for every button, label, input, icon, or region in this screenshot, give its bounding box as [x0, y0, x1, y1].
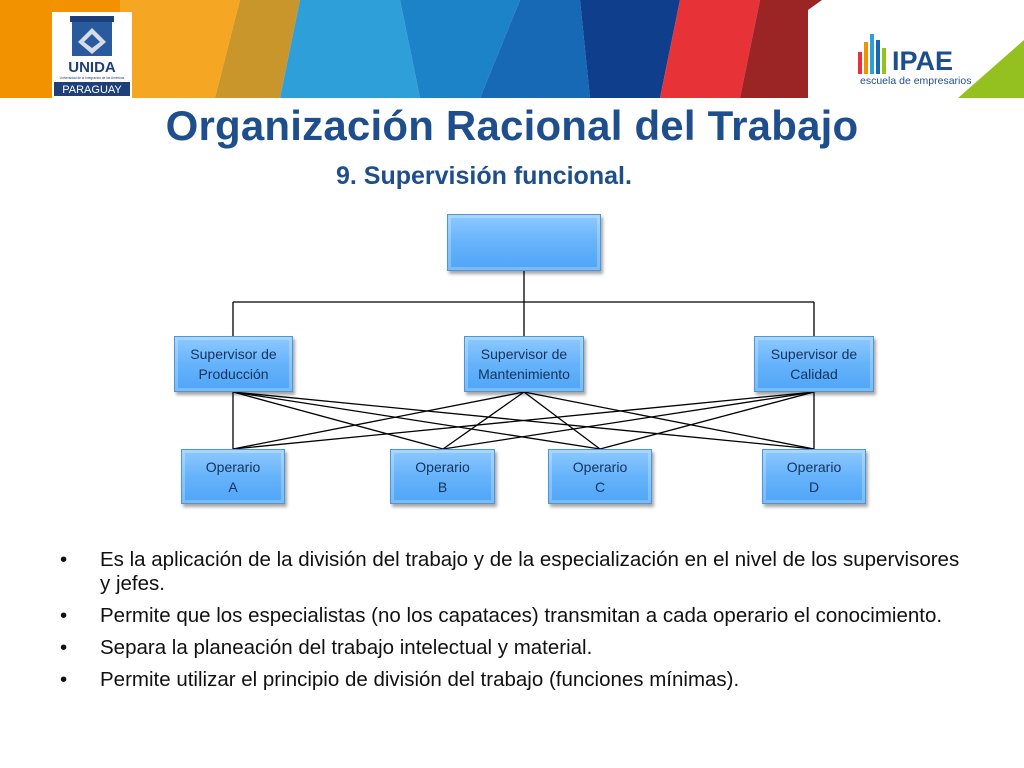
bullet-text: Permite que los especialistas (no los ca…: [100, 604, 943, 627]
supervisor-box-produccion: Supervisor de Producción: [174, 336, 293, 392]
bullet-dot-icon: •: [60, 548, 68, 571]
bullet-dot-icon: •: [60, 668, 68, 691]
unida-logo-motto: Universidad de la Integración de las Amé…: [60, 76, 125, 80]
operator-box-a: Operario A: [181, 449, 285, 504]
operator-label-line2: D: [808, 478, 820, 495]
unida-logo-country: PARAGUAY: [62, 84, 122, 96]
bullet-text: Permite utilizar el principio de divisió…: [100, 668, 740, 691]
bullet-dot-icon: •: [60, 636, 68, 659]
operator-label-line1: Operario: [572, 458, 628, 475]
bullet-item: • Es la aplicación de la división del tr…: [60, 548, 960, 596]
bullet-dot-icon: •: [60, 604, 68, 627]
bullet-text: Es la aplicación de la división del trab…: [100, 548, 960, 595]
ipae-logo-name: IPAE: [892, 46, 953, 76]
bullet-text: Separa la planeación del trabajo intelec…: [100, 636, 593, 659]
slide-subtitle: 9. Supervisión funcional.: [336, 162, 632, 190]
operator-label-line1: Operario: [786, 458, 842, 475]
bullet-list: • Es la aplicación de la división del tr…: [60, 548, 960, 700]
operator-label-line2: A: [228, 478, 238, 495]
org-chart-connectors: [232, 271, 815, 450]
operator-box-c: Operario C: [548, 449, 652, 504]
supervisor-label-line1: Supervisor de: [190, 346, 277, 362]
supervisor-label-line1: Supervisor de: [480, 346, 568, 362]
ipae-logo-tagline: escuela de empresarios: [860, 75, 971, 87]
supervisor-label-line2: Calidad: [790, 366, 838, 382]
slide-title: Organización Racional del Trabajo: [165, 102, 859, 149]
org-chart: Supervisor de Producción Supervisor de M…: [0, 200, 1024, 520]
top-manager-box: [447, 214, 601, 271]
operator-label-line2: C: [594, 478, 606, 495]
unida-logo-name: UNIDA: [68, 59, 116, 76]
supervisor-box-mantenimiento: Supervisor de Mantenimiento: [464, 336, 584, 392]
operator-box-d: Operario D: [762, 449, 866, 504]
supervisor-label-line2: Producción: [198, 366, 269, 382]
supervisor-label-line1: Supervisor de: [770, 346, 858, 362]
supervisor-label-line2: Mantenimiento: [478, 366, 570, 382]
operator-label-line2: B: [437, 478, 448, 495]
operator-box-b: Operario B: [390, 449, 495, 504]
operator-label-line1: Operario: [205, 458, 261, 475]
ipae-logo: IPAE escuela de empresarios: [808, 0, 1024, 98]
bullet-item: • Separa la planeación del trabajo intel…: [60, 636, 960, 660]
operator-label-line1: Operario: [415, 458, 470, 475]
bullet-item: • Permite utilizar el principio de divis…: [60, 668, 960, 692]
unida-logo: UNIDA Universidad de la Integración de l…: [52, 12, 132, 98]
supervisor-box-calidad: Supervisor de Calidad: [754, 336, 874, 392]
bullet-item: • Permite que los especialistas (no los …: [60, 604, 960, 628]
